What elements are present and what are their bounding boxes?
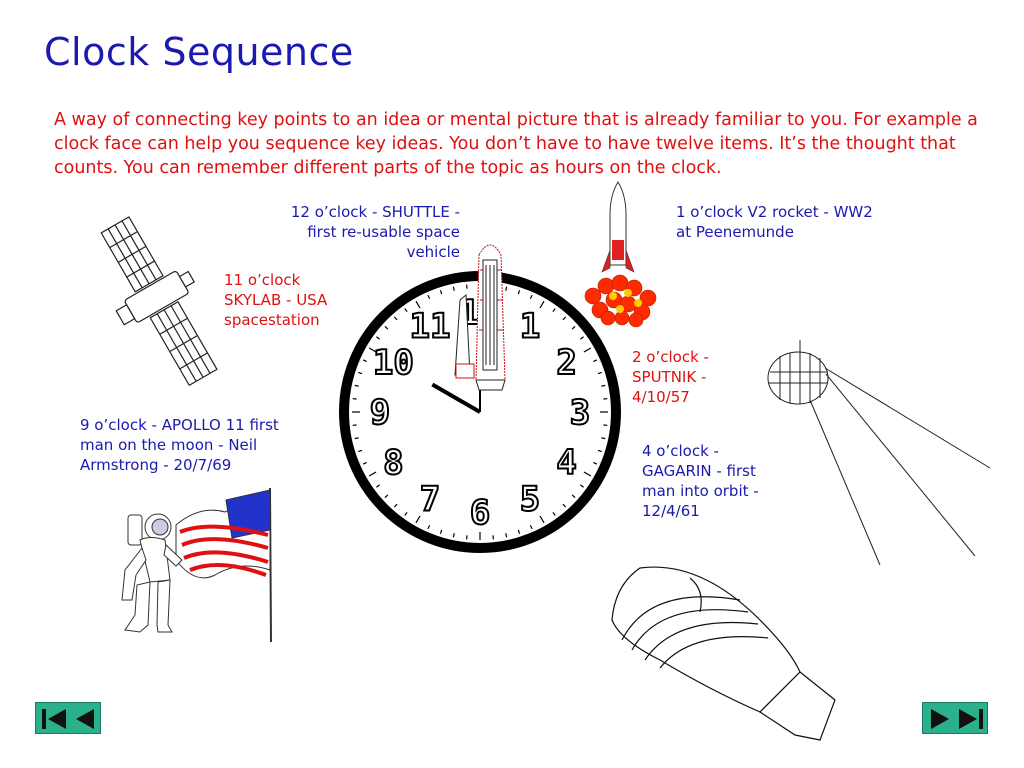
clock-numeral-10: 10 bbox=[373, 343, 414, 383]
clock-tick bbox=[593, 461, 598, 465]
clock-numeral-3: 3 bbox=[570, 393, 590, 433]
clock-tick bbox=[358, 449, 363, 453]
label-1-v2-rocket: 1 o’clock V2 rocket - WW2 at Peenemunde bbox=[676, 203, 873, 241]
clock-tick bbox=[539, 515, 545, 524]
clock-tick bbox=[427, 294, 431, 299]
clock-tick bbox=[552, 308, 556, 313]
clock-tick bbox=[358, 371, 363, 375]
clock-numeral-1: 1 bbox=[520, 306, 540, 346]
clock-tick bbox=[376, 484, 381, 488]
next-slide-button[interactable] bbox=[922, 702, 988, 734]
clock-numeral-7: 7 bbox=[420, 480, 440, 520]
page-title: Clock Sequence bbox=[44, 30, 354, 74]
clock-tick bbox=[368, 471, 377, 477]
clock-tick bbox=[362, 461, 367, 465]
clock-tick bbox=[354, 437, 359, 440]
skylab-icon bbox=[100, 216, 218, 387]
clock-numeral-2: 2 bbox=[556, 343, 576, 383]
clock-tick bbox=[415, 300, 421, 309]
clock-numeral-11: 11 bbox=[410, 306, 451, 346]
clock-tick bbox=[579, 336, 584, 340]
clock-tick bbox=[562, 316, 567, 321]
clock-tick bbox=[539, 300, 545, 309]
clock-numeral-5: 5 bbox=[520, 480, 540, 520]
clock-tick bbox=[583, 347, 592, 353]
clock-tick bbox=[579, 484, 584, 488]
clock-tick bbox=[517, 529, 521, 534]
clock-tick bbox=[362, 359, 367, 363]
label-9-apollo: 9 o’clock - APOLLO 11 first man on the m… bbox=[80, 416, 279, 474]
clock-tick bbox=[571, 325, 576, 330]
clock-face: 121234567891011 bbox=[339, 271, 621, 553]
clock-numeral-8: 8 bbox=[383, 443, 403, 483]
v2-rocket-icon bbox=[584, 181, 657, 328]
clock-tick bbox=[384, 325, 389, 330]
space-shuttle-icon bbox=[454, 244, 506, 391]
clock-tick bbox=[439, 529, 443, 534]
clock-tick bbox=[452, 286, 455, 291]
clock-tick bbox=[593, 359, 598, 363]
clock-tick bbox=[601, 384, 606, 387]
clock-tick bbox=[427, 525, 431, 530]
next-last-icon bbox=[931, 709, 983, 729]
clock-hour-hand bbox=[431, 382, 481, 414]
astronaut-flag-icon bbox=[121, 487, 272, 643]
label-12-shuttle: 12 o’clock - SHUTTLE - first re-usable s… bbox=[290, 203, 460, 261]
clock-tick bbox=[505, 533, 508, 538]
clock-tick bbox=[562, 503, 567, 508]
label-2-sputnik: 2 o’clock - SPUTNIK - 4/10/57 bbox=[632, 348, 709, 406]
sputnik-icon bbox=[767, 340, 991, 566]
clock-tick bbox=[597, 449, 602, 453]
label-11-skylab: 11 o’clock SKYLAB - USA spacestation bbox=[224, 271, 328, 329]
clock-tick bbox=[601, 437, 606, 440]
clock-tick bbox=[517, 290, 521, 295]
clock-tick bbox=[415, 515, 421, 524]
clock-tick bbox=[552, 511, 556, 516]
vostok-capsule-icon bbox=[611, 566, 836, 741]
clock-numeral-4: 4 bbox=[556, 443, 576, 483]
clock-numeral-6: 6 bbox=[470, 493, 490, 533]
clock-tick bbox=[404, 308, 408, 313]
clock-tick bbox=[583, 471, 592, 477]
clock-tick bbox=[404, 511, 408, 516]
clock-tick bbox=[384, 494, 389, 499]
clock-tick bbox=[529, 294, 533, 299]
label-4-gagarin: 4 o’clock - GAGARIN - first man into orb… bbox=[642, 442, 759, 520]
clock-numeral-9: 9 bbox=[370, 393, 390, 433]
clock-tick bbox=[393, 503, 398, 508]
clock-tick bbox=[354, 384, 359, 387]
clock-tick bbox=[439, 290, 443, 295]
previous-slide-button[interactable] bbox=[35, 702, 101, 734]
intro-text: A way of connecting key points to an ide… bbox=[54, 110, 978, 178]
clock-tick bbox=[452, 533, 455, 538]
clock-tick bbox=[505, 286, 508, 291]
first-previous-icon bbox=[42, 709, 94, 729]
clock-tick bbox=[376, 336, 381, 340]
clock-tick bbox=[529, 525, 533, 530]
clock-tick bbox=[368, 347, 377, 353]
clock-tick bbox=[393, 316, 398, 321]
clock-tick bbox=[571, 494, 576, 499]
clock-tick bbox=[597, 371, 602, 375]
